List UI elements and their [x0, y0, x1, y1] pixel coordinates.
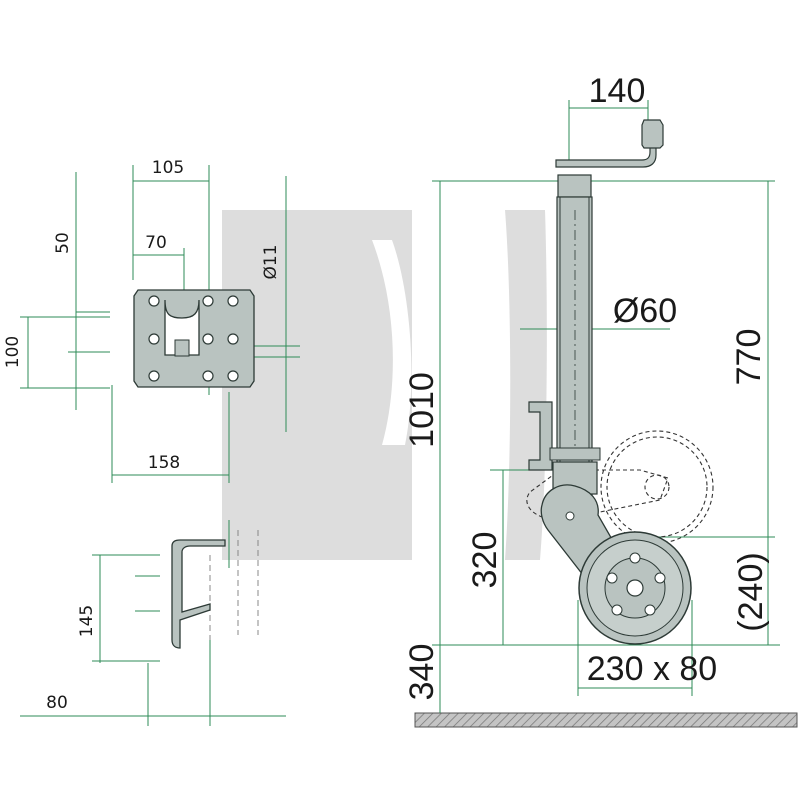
mounting-plate: 105 70 Ø11 50 100 158	[3, 158, 300, 483]
dim-total-height: 1010	[403, 372, 441, 448]
watermark-logo-icon	[222, 210, 547, 560]
ground-hatch	[414, 712, 798, 728]
dim-width-top: 105	[152, 158, 184, 178]
dim-ground-clearance: 340	[403, 644, 441, 701]
dim-height-offset: 50	[53, 232, 73, 254]
dim-retracted-height: 320	[466, 532, 504, 589]
dim-overall-width: 158	[148, 453, 180, 473]
dim-hole-spacing-horizontal: 70	[145, 233, 167, 253]
dim-hole-diameter: Ø11	[261, 244, 281, 279]
dim-stroke: 770	[730, 329, 768, 386]
dim-wheel-raised: (240)	[732, 552, 770, 631]
dim-handle-reach: 140	[589, 72, 646, 110]
dim-bracket-offset: 80	[46, 693, 68, 713]
dim-hole-spacing-vertical: 100	[3, 336, 23, 368]
dim-wheel-size: 230 x 80	[587, 650, 717, 688]
dim-bracket-height: 145	[77, 605, 97, 637]
jockey-wheel: 140 Ø60 1010 770 320 (240) 340 230 x 80	[403, 72, 798, 728]
side-bracket: 145 80	[20, 520, 286, 726]
dim-tube-diameter: Ø60	[613, 292, 677, 330]
